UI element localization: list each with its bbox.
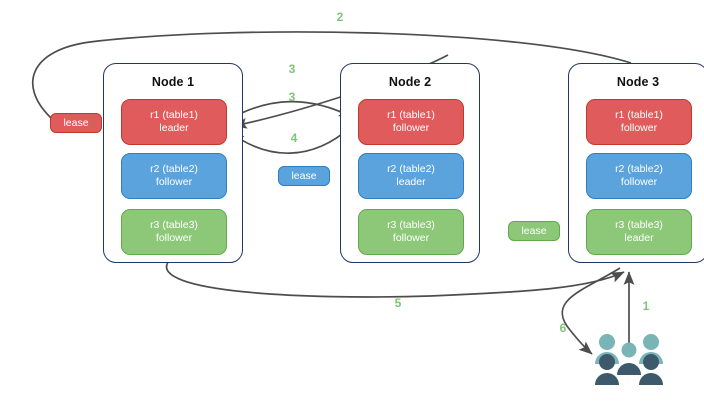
node-title: Node 3 [616,75,660,89]
replica-name: r1 (table1) [387,108,435,121]
edge-5 [165,261,625,298]
replica-name: r2 (table2) [150,162,198,175]
edge-3-lower [227,100,353,121]
replica-r2[interactable]: r2 (table2) follower [586,153,692,199]
replica-r3[interactable]: r3 (table3) follower [121,209,227,255]
replica-name: r2 (table2) [615,162,663,175]
edge-label-1: 1 [642,299,650,313]
replica-r1[interactable]: r1 (table1) follower [358,99,464,145]
edge-label-2: 2 [336,10,344,24]
replica-role: follower [620,122,658,134]
edge-label-6: 6 [559,321,567,335]
replica-r2[interactable]: r2 (table2) follower [121,153,227,199]
replica-role: follower [392,122,430,134]
replica-name: r3 (table3) [387,218,435,231]
node-card-3[interactable]: Node 3 r1 (table1) follower r2 (table2) … [568,63,704,263]
lease-chip-blue[interactable]: lease [278,166,330,186]
lease-chip-red[interactable]: lease [50,113,102,133]
replica-name: r3 (table3) [615,218,663,231]
replica-role: follower [620,176,658,188]
node-title: Node 2 [388,75,432,89]
node-title: Node 1 [151,75,195,89]
replica-r3[interactable]: r3 (table3) follower [358,209,464,255]
replica-role: leader [159,122,189,134]
replica-name: r3 (table3) [150,218,198,231]
replica-name: r1 (table1) [150,108,198,121]
replica-role: follower [155,232,193,244]
replica-r1[interactable]: r1 (table1) leader [121,99,227,145]
edge-label-3-lower: 3 [288,90,296,104]
replica-role: leader [624,232,654,244]
replica-role: follower [155,176,193,188]
replica-name: r1 (table1) [615,108,663,121]
node-card-2[interactable]: Node 2 r1 (table1) follower r2 (table2) … [340,63,480,263]
edge-label-4: 4 [290,131,298,145]
replica-r3[interactable]: r3 (table3) leader [586,209,692,255]
people-group-icon [595,334,663,385]
edge-6 [561,267,621,355]
replica-r1[interactable]: r1 (table1) follower [586,99,692,145]
lease-chip-green[interactable]: lease [508,221,560,241]
edge-4 [230,125,353,154]
edge-label-3-upper: 3 [288,62,296,76]
replica-role: leader [396,176,426,188]
node-card-1[interactable]: Node 1 r1 (table1) leader r2 (table2) fo… [103,63,243,263]
replica-role: follower [392,232,430,244]
replica-r2[interactable]: r2 (table2) leader [358,153,464,199]
replica-name: r2 (table2) [387,162,435,175]
edge-label-5: 5 [394,296,402,310]
